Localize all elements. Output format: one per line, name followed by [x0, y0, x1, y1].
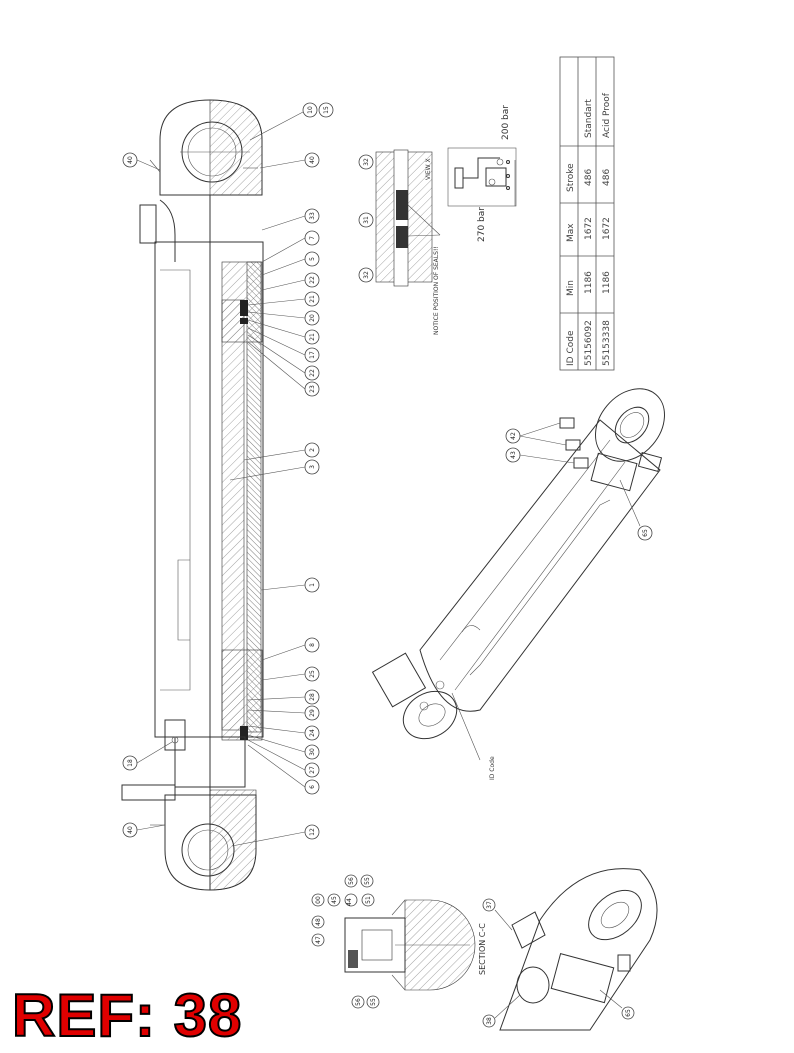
- section-label: SECTION C-C: [478, 923, 487, 975]
- balloon-label: 1: [309, 583, 316, 587]
- hydraulic-schematic: [447, 147, 517, 207]
- balloon-label: 12: [309, 828, 316, 836]
- balloon-label: 32: [363, 158, 370, 166]
- balloon-label: 30: [309, 748, 316, 756]
- balloon-label: 18: [127, 759, 134, 767]
- balloon-label: 40: [127, 826, 134, 834]
- table-header-min: Min: [566, 280, 576, 296]
- balloon-label: 55: [364, 877, 371, 885]
- balloon-label: 43: [510, 451, 517, 459]
- balloon-label: 42: [510, 432, 517, 440]
- detail-balloons: 32 31 32: [358, 154, 374, 283]
- balloon-label: 40: [309, 156, 316, 164]
- balloon-label: 23: [309, 385, 316, 393]
- balloon-label: 7: [309, 236, 316, 240]
- balloon-label: 55: [370, 998, 377, 1006]
- table-cell: 486: [602, 169, 612, 186]
- balloon-label: 48: [315, 918, 322, 926]
- isometric-view: [371, 388, 665, 740]
- table-cell: 486: [584, 169, 594, 186]
- table-cell: 1672: [602, 217, 612, 240]
- seal-notice: NOTICE POSITION OF SEALS!!: [433, 246, 440, 335]
- balloon-label: 47: [315, 936, 322, 944]
- balloon-label: 45: [331, 896, 338, 904]
- balloon-label: 40: [127, 156, 134, 164]
- balloon-label: 21: [309, 333, 316, 341]
- seal-detail-view: [375, 149, 441, 287]
- balloon-label: 65: [642, 529, 649, 537]
- balloon-label: 22: [309, 369, 316, 377]
- reference-stamp: REF: 38: [11, 982, 243, 1049]
- balloon-label: 33: [309, 212, 316, 220]
- balloon-label: 24: [309, 729, 316, 737]
- balloon-label: 2: [309, 448, 316, 452]
- balloon-label: 29: [309, 709, 316, 717]
- balloon-label: 17: [309, 351, 316, 359]
- id-code-label: ID Code: [489, 756, 496, 780]
- pressure-high-label: 270 bar: [477, 207, 487, 242]
- balloon-label: 38: [486, 1017, 493, 1025]
- spec-table: ID Code Min Max Stroke 55156092 1186 167…: [559, 56, 615, 371]
- balloon-label: 10: [307, 106, 314, 114]
- table-cell: 1186: [602, 271, 612, 294]
- end-eye-iso-detail: [494, 868, 658, 1031]
- table-header-max: Max: [566, 223, 576, 242]
- balloon-label: 22: [309, 276, 316, 284]
- balloon-label: 20: [309, 314, 316, 322]
- table-cell: 55153338: [602, 320, 612, 366]
- balloon-label: 27: [309, 766, 316, 774]
- balloon-label: 51: [365, 896, 372, 904]
- balloon-label: 00: [315, 896, 322, 904]
- balloon-label: 44: [346, 898, 353, 906]
- balloon-label: 65: [625, 1009, 632, 1017]
- table-header-id-code: ID Code: [566, 330, 576, 366]
- balloon-label: 8: [309, 643, 316, 647]
- table-header-stroke: Stroke: [566, 163, 576, 192]
- table-cell: 1672: [584, 217, 594, 240]
- main-view-leaders: [136, 111, 306, 847]
- section-c-c-view: [344, 899, 476, 991]
- balloon-label: 56: [355, 998, 362, 1006]
- table-cell: 55156092: [584, 320, 594, 366]
- view-x-label: VIEW X: [425, 158, 432, 180]
- balloon-label: 15: [323, 106, 330, 114]
- balloon-label: 21: [309, 295, 316, 303]
- balloon-label: 3: [309, 465, 316, 469]
- iso-leaders: [451, 422, 641, 761]
- balloon-label: 28: [309, 693, 316, 701]
- iso-balloons: 42 43 65: [505, 428, 653, 541]
- section-balloons: 56 55 44 45 00 48 47 51 37 38 65 56 55: [311, 874, 635, 1028]
- balloon-label: 31: [363, 216, 370, 224]
- balloon-label: 56: [348, 877, 355, 885]
- balloon-label: 5: [309, 257, 316, 261]
- pressure-low-label: 200 bar: [501, 105, 511, 140]
- table-cell: Standart: [584, 99, 594, 138]
- table-cell: Acid Proof: [602, 92, 612, 138]
- balloon-label: 6: [309, 785, 316, 789]
- cylinder-main-view: [121, 99, 264, 891]
- balloon-label: 37: [486, 901, 493, 909]
- balloon-label: 32: [363, 271, 370, 279]
- table-cell: 1186: [584, 271, 594, 294]
- balloon-label: 25: [309, 670, 316, 678]
